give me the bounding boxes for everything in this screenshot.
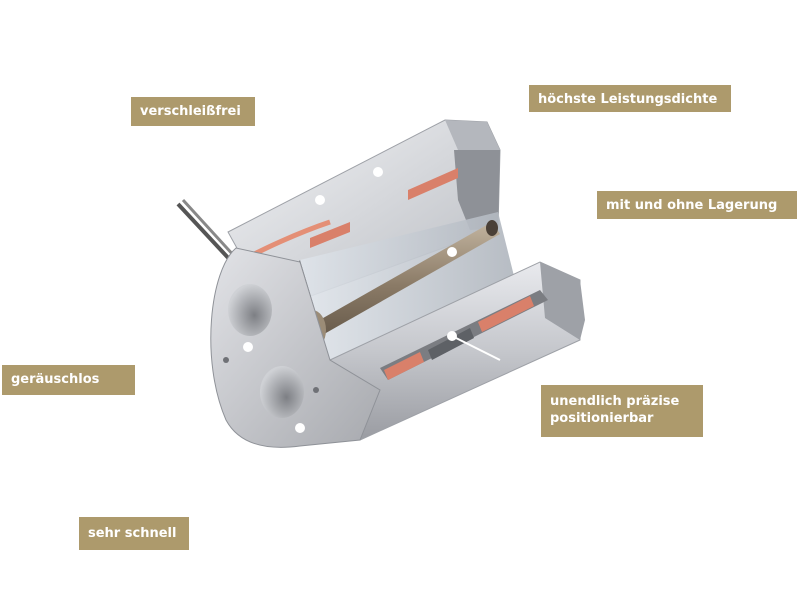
label-text: sehr schnell bbox=[88, 526, 177, 541]
upper-housing bbox=[227, 119, 501, 301]
label-unendlich-praezise-positionierbar: unendlich präzise positionierbar bbox=[541, 385, 703, 437]
callout-pointers bbox=[243, 167, 501, 433]
pointer-dot bbox=[447, 247, 457, 257]
pointer-dot bbox=[295, 423, 305, 433]
label-geraeuschlos: geräuschlos bbox=[2, 365, 135, 395]
label-verschleissfrei: verschleißfrei bbox=[131, 97, 255, 126]
pointer-dot bbox=[315, 195, 325, 205]
label-hoechste-leistungsdichte: höchste Leistungsdichte bbox=[529, 85, 731, 112]
label-text: höchste Leistungsdichte bbox=[538, 92, 718, 107]
leader-line bbox=[451, 335, 501, 361]
lower-magnets bbox=[384, 296, 534, 380]
cable bbox=[176, 198, 238, 264]
upper-bore-hole bbox=[228, 284, 272, 336]
lower-bore-hole bbox=[260, 366, 304, 418]
label-text: verschleißfrei bbox=[140, 104, 241, 119]
label-sehr-schnell: sehr schnell bbox=[79, 517, 189, 550]
label-text-line-1: unendlich präzise bbox=[550, 394, 680, 409]
label-mit-und-ohne-lagerung: mit und ohne Lagerung bbox=[597, 191, 797, 219]
pointer-dot bbox=[373, 167, 383, 177]
label-text: mit und ohne Lagerung bbox=[606, 198, 778, 213]
front-face-plate bbox=[210, 247, 381, 448]
label-text-line-2: positionierbar bbox=[550, 411, 654, 426]
pointer-dot bbox=[243, 342, 253, 352]
label-text: geräuschlos bbox=[11, 372, 100, 387]
upper-magnets bbox=[310, 168, 458, 248]
